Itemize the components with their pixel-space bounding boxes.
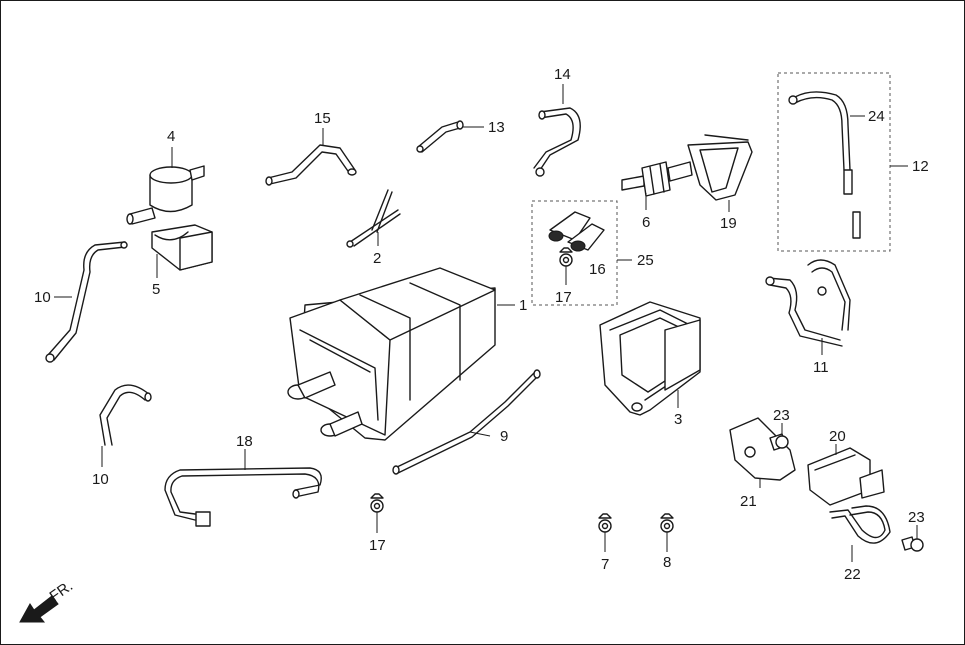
callout-23-upper: 23	[773, 407, 790, 424]
callout-9: 9	[500, 428, 508, 445]
group-box-25	[531, 200, 618, 306]
part-5-holder	[151, 224, 213, 271]
part-17-clip	[370, 493, 384, 513]
callout-21: 21	[740, 493, 757, 510]
part-10-hose-upper	[45, 241, 128, 363]
part-24-hose	[788, 91, 861, 239]
group-box-12	[777, 72, 891, 252]
callout-1: 1	[519, 297, 527, 314]
callout-14: 14	[554, 66, 571, 83]
part-23-bolt-lower	[901, 536, 924, 552]
callout-25: 25	[637, 252, 654, 269]
part-23-bolt-upper	[769, 433, 789, 451]
part-19-cover	[687, 134, 753, 201]
callout-4: 4	[167, 128, 175, 145]
callout-16: 16	[589, 261, 606, 278]
callout-11: 11	[813, 359, 829, 376]
part-3-bracket	[599, 301, 701, 416]
callout-10-upper: 10	[34, 289, 51, 306]
callout-2: 2	[373, 250, 381, 267]
callout-24: 24	[868, 108, 885, 125]
callout-13: 13	[488, 119, 505, 136]
callout-17-lower: 17	[369, 537, 386, 554]
leader-lines	[54, 84, 918, 562]
part-7-clip	[598, 513, 612, 533]
callout-6: 6	[642, 214, 650, 231]
callout-18: 18	[236, 433, 253, 450]
callout-7: 7	[601, 556, 609, 573]
part-21-bracket	[729, 417, 796, 481]
callout-19: 19	[720, 215, 737, 232]
part-16-caps	[548, 211, 605, 252]
part-18-pipe	[164, 467, 322, 527]
part-15-hose	[265, 144, 357, 186]
part-17-clip-kit	[559, 247, 573, 267]
part-6-filter	[621, 161, 693, 197]
callout-20: 20	[829, 428, 846, 445]
part-8-clip	[660, 513, 674, 533]
part-13-elbow	[416, 120, 464, 153]
part-2-t-joint	[346, 189, 401, 248]
part-22-hose	[829, 505, 891, 544]
front-direction-arrow: FR.	[19, 577, 76, 623]
callout-23-lower: 23	[908, 509, 925, 526]
callout-10-lower: 10	[92, 471, 109, 488]
part-1-canister	[287, 267, 496, 441]
part-4-fitting	[126, 165, 205, 225]
callout-3: 3	[674, 411, 682, 428]
part-14-hose	[533, 107, 581, 177]
callout-22: 22	[844, 566, 861, 583]
callout-17-kit: 17	[555, 289, 572, 306]
part-20-solenoid	[807, 447, 885, 506]
part-10-hose-lower	[99, 384, 152, 446]
callout-15: 15	[314, 110, 331, 127]
part-9-hose	[392, 369, 541, 475]
callout-8: 8	[663, 554, 671, 571]
arrow-icon	[19, 595, 59, 623]
callout-5: 5	[152, 281, 160, 298]
part-11-hose	[765, 259, 851, 347]
callout-12: 12	[912, 158, 929, 175]
